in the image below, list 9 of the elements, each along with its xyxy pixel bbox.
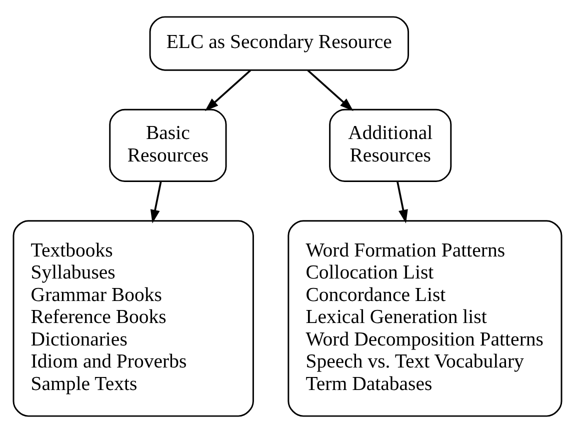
arrow	[307, 69, 354, 111]
arrow	[150, 180, 162, 223]
arrow	[204, 69, 252, 111]
node-box: ELC as Secondary Resource	[149, 16, 410, 70]
node-box: Word Formation Patterns Collocation List Concordance List Lexical Generation list Word Decomposition Patterns Speech vs. Text Vocabulary Term Databases	[288, 220, 562, 416]
node-box: Textbooks Syllabuses Grammar Books Reference Books Dictionaries Idiom and Proverbs Sample Texts	[12, 220, 254, 416]
node-box: Additional Resources	[329, 108, 452, 182]
node-box: Basic Resources	[109, 108, 227, 182]
arrow	[396, 180, 408, 223]
